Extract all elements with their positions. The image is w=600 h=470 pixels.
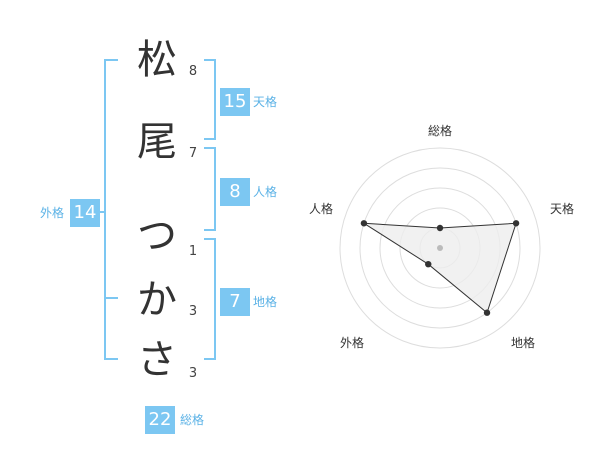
radar-center-dot — [437, 245, 443, 251]
bracket-tenkaku — [204, 59, 216, 140]
radar-point-4 — [425, 260, 432, 268]
name-char-1: 松 — [137, 37, 177, 83]
bracket-chikaku — [204, 238, 216, 360]
stroke-count-3: 1 — [188, 244, 198, 259]
radar-label-soukaku: 総格 — [428, 124, 453, 138]
radar-label-tenkaku: 天格 — [550, 202, 575, 216]
gaikaku-connector — [100, 211, 106, 213]
jinkaku-label: 人格 — [253, 185, 278, 199]
bracket-jinkaku — [204, 147, 216, 231]
radar-label-gaikaku: 外格 — [340, 336, 365, 350]
radar-point-5 — [360, 220, 368, 227]
radar-point-3 — [483, 309, 491, 316]
stroke-count-4: 3 — [188, 304, 198, 319]
soukaku-value: 22 — [145, 406, 175, 434]
stroke-count-5: 3 — [188, 366, 198, 381]
radar-series-polygon — [363, 222, 517, 314]
stroke-count-2: 7 — [188, 146, 198, 161]
chikaku-value: 7 — [220, 288, 250, 316]
name-char-4: か — [137, 277, 177, 323]
tenkaku-value: 15 — [220, 88, 250, 116]
radar-label-jinkaku: 人格 — [309, 202, 334, 216]
bracket-gaikaku-upper — [104, 59, 118, 299]
jinkaku-value: 8 — [220, 178, 250, 206]
name-char-5: さ — [137, 337, 177, 383]
soukaku-label: 総格 — [180, 413, 205, 427]
stroke-count-1: 8 — [188, 64, 198, 79]
chikaku-label: 地格 — [253, 295, 278, 309]
gaikaku-label: 外格 — [40, 206, 65, 220]
name-char-3: つ — [137, 213, 177, 259]
gaikaku-value: 14 — [70, 199, 100, 227]
radar-label-chikaku: 地格 — [511, 336, 536, 350]
radar-point-2 — [512, 220, 520, 227]
radar-chart — [339, 147, 541, 349]
tenkaku-label: 天格 — [253, 95, 278, 109]
radar-ring — [359, 167, 521, 329]
bracket-gaikaku-lower — [104, 297, 118, 360]
radar-ring — [339, 147, 541, 349]
name-char-2: 尾 — [137, 119, 177, 165]
radar-point-1 — [436, 224, 444, 232]
